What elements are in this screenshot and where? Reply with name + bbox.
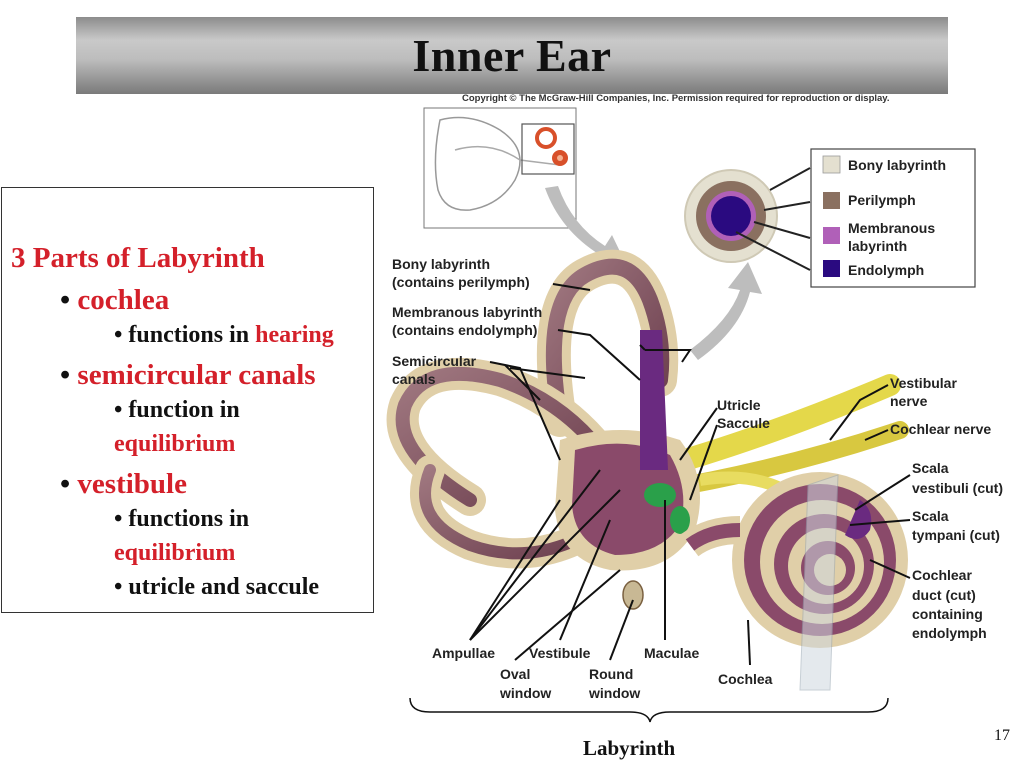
labyrinth-brace — [409, 697, 889, 723]
label-oval-window: Oval — [500, 666, 530, 682]
title-bar: Inner Ear — [76, 17, 948, 94]
label-maculae: Maculae — [644, 645, 699, 661]
sub-bullet-continuation: equilibrium — [114, 431, 236, 457]
label-bony-labyrinth: Bony labyrinth — [392, 256, 490, 272]
copyright-notice: Copyright © The McGraw-Hill Companies, I… — [462, 93, 890, 104]
legend-item: Perilymph — [823, 192, 916, 209]
ear-inset-thumbnail — [423, 107, 577, 229]
label-round-window: window — [588, 685, 640, 701]
label-oval-window: window — [499, 685, 551, 701]
label-vestibular-nerve: Vestibular — [890, 375, 957, 391]
label-scala-tympani: Scala — [912, 508, 949, 524]
svg-text:labyrinth: labyrinth — [848, 238, 907, 254]
sub-bullet: • function in — [114, 397, 240, 423]
tissue-legend: Bony labyrinth Perilymph Membranous laby… — [735, 148, 976, 288]
label-scala-vestibuli: Scala — [912, 460, 949, 476]
bullet-cochlea: • cochlea — [60, 284, 170, 316]
label-vestibule: Vestibule — [529, 645, 591, 661]
label-membranous-labyrinth: (contains endolymph) — [392, 322, 537, 338]
svg-text:Endolymph: Endolymph — [848, 262, 924, 278]
legend-item: Membranous labyrinth — [823, 220, 935, 254]
leader-lines — [469, 283, 911, 666]
labyrinth-caption: Labyrinth — [583, 736, 676, 760]
svg-text:Membranous: Membranous — [848, 220, 935, 236]
label-semicircular-canals: canals — [392, 371, 436, 387]
label-scala-vestibuli: vestibuli (cut) — [912, 480, 1003, 496]
label-round-window: Round — [589, 666, 633, 682]
label-bony-labyrinth: (contains perilymph) — [392, 274, 530, 290]
labyrinth-parts-box: 3 Parts of Labyrinth • cochlea • functio… — [1, 187, 374, 613]
legend-swatch — [823, 192, 840, 209]
labyrinth-illustration — [386, 249, 909, 691]
label-saccule: Saccule — [717, 415, 770, 431]
svg-text:Perilymph: Perilymph — [848, 192, 916, 208]
sub-bullet: • functions in hearing — [114, 322, 334, 348]
sub-bullet: • utricle and saccule — [114, 574, 320, 600]
label-cochlear-duct: duct (cut) — [912, 587, 976, 603]
diagram-labels: Bony labyrinth (contains perilymph) Memb… — [392, 256, 1003, 701]
bullet-semicircular-canals: • semicircular canals — [60, 359, 316, 391]
slide-title: Inner Ear — [412, 30, 612, 81]
label-ampullae: Ampullae — [432, 645, 495, 661]
sub-bullet-continuation: equilibrium — [114, 540, 236, 566]
slide-number: 17 — [994, 727, 1010, 744]
bullet-vestibule: • vestibule — [60, 468, 187, 500]
bullet-label: cochlea — [77, 284, 170, 316]
cross-section-arrow — [690, 262, 762, 360]
zoom-arrow — [545, 186, 625, 268]
legend-item: Bony labyrinth — [822, 155, 946, 174]
bullet-label: semicircular canals — [77, 359, 316, 391]
svg-text:Bony labyrinth: Bony labyrinth — [848, 157, 946, 173]
legend-item: Endolymph — [823, 260, 924, 278]
label-semicircular-canals: Semicircular — [392, 353, 477, 369]
label-utricle: Utricle — [717, 397, 761, 413]
label-cochlear-nerve: Cochlear nerve — [890, 421, 991, 437]
bullet-label: vestibule — [77, 468, 187, 500]
label-vestibular-nerve: nerve — [890, 393, 928, 409]
label-membranous-labyrinth: Membranous labyrinth — [392, 304, 542, 320]
label-cochlear-duct: Cochlear — [912, 567, 972, 583]
sub-bullet: • functions in — [114, 506, 250, 532]
label-scala-tympani: tympani (cut) — [912, 527, 1000, 543]
legend-swatch — [823, 260, 840, 277]
cross-section-circle — [684, 169, 778, 263]
legend-swatch — [823, 227, 840, 244]
label-cochlea: Cochlea — [718, 671, 773, 687]
legend-swatch — [822, 155, 841, 174]
label-cochlear-duct: endolymph — [912, 625, 987, 641]
label-cochlear-duct: containing — [912, 606, 983, 622]
parts-heading: 3 Parts of Labyrinth — [11, 242, 265, 274]
